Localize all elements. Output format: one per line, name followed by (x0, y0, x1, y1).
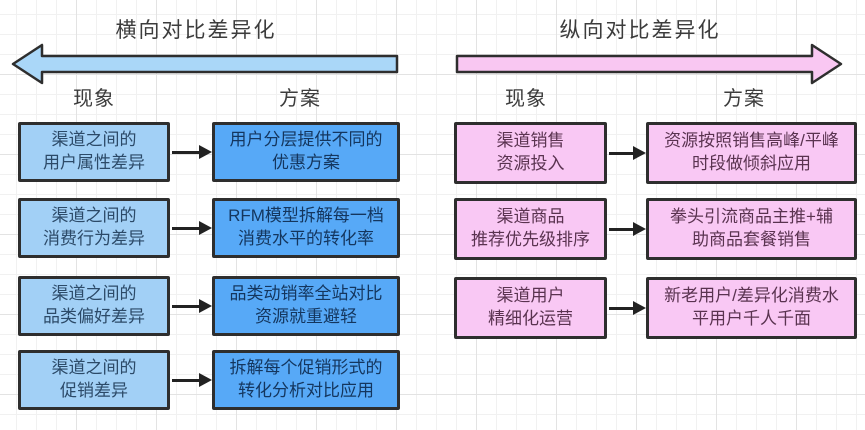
phenomenon-box: 渠道之间的 品类偏好差异 (18, 276, 170, 336)
section-title: 横向对比差异化 (115, 19, 277, 42)
phenomenon-box: 渠道商品 推荐优先级排序 (454, 198, 607, 260)
solution-box: 拳头引流商品主推+辅 助商品套餐销售 (646, 198, 857, 260)
column-label-solution: 方案 (723, 88, 765, 110)
diagram-row: 渠道之间的 品类偏好差异 品类动销率全站对比 资源就重避轻 (0, 276, 432, 336)
solution-box: 用户分层提供不同的 优惠方案 (212, 122, 400, 182)
diagram-row: 渠道销售 资源投入 资源按照销售高峰/平峰 时段做倾斜应用 (432, 122, 865, 184)
section-vertical-comparison: 纵向对比差异化 现象 方案 渠道销售 资源投入 资源按照销售高峰/平峰 时段做倾… (432, 0, 865, 430)
right-arrow-shape (455, 43, 843, 85)
diagram-row: 渠道之间的 用户属性差异 用户分层提供不同的 优惠方案 (0, 122, 432, 182)
left-arrow-shape (11, 43, 399, 85)
arrow-connector (172, 226, 199, 230)
column-label-phenomenon: 现象 (73, 88, 115, 110)
diagram-row: 渠道用户 精细化运营 新老用户/差异化消费水 平用户千人千面 (432, 277, 865, 339)
column-label-solution: 方案 (279, 88, 321, 110)
arrow-connector (609, 151, 633, 155)
arrow-connector (609, 227, 633, 231)
arrow-connector (172, 378, 199, 382)
left-arrow-banner (11, 43, 399, 85)
arrow-connector (609, 306, 633, 310)
section-title: 纵向对比差异化 (559, 19, 721, 42)
phenomenon-box: 渠道之间的 促销差异 (18, 350, 170, 410)
solution-box: 拆解每个促销形式的 转化分析对比应用 (212, 350, 400, 410)
phenomenon-box: 渠道用户 精细化运营 (454, 277, 607, 339)
section-horizontal-comparison: 横向对比差异化 现象 方案 渠道之间的 用户属性差异 用户分层提供不同的 优惠方… (0, 0, 432, 430)
right-arrow-banner (455, 43, 843, 85)
column-label-phenomenon: 现象 (505, 88, 547, 110)
solution-box: 新老用户/差异化消费水 平用户千人千面 (646, 277, 857, 339)
solution-box: 资源按照销售高峰/平峰 时段做倾斜应用 (646, 122, 857, 184)
phenomenon-box: 渠道之间的 用户属性差异 (18, 122, 170, 182)
phenomenon-box: 渠道之间的 消费行为差异 (18, 198, 170, 258)
diagram-row: 渠道之间的 促销差异 拆解每个促销形式的 转化分析对比应用 (0, 350, 432, 410)
arrow-connector (172, 304, 199, 308)
solution-box: RFM模型拆解每一档 消费水平的转化率 (212, 198, 400, 258)
arrow-connector (172, 150, 199, 154)
diagram-row: 渠道商品 推荐优先级排序 拳头引流商品主推+辅 助商品套餐销售 (432, 198, 865, 260)
phenomenon-box: 渠道销售 资源投入 (454, 122, 607, 184)
diagram-row: 渠道之间的 消费行为差异 RFM模型拆解每一档 消费水平的转化率 (0, 198, 432, 258)
solution-box: 品类动销率全站对比 资源就重避轻 (212, 276, 400, 336)
